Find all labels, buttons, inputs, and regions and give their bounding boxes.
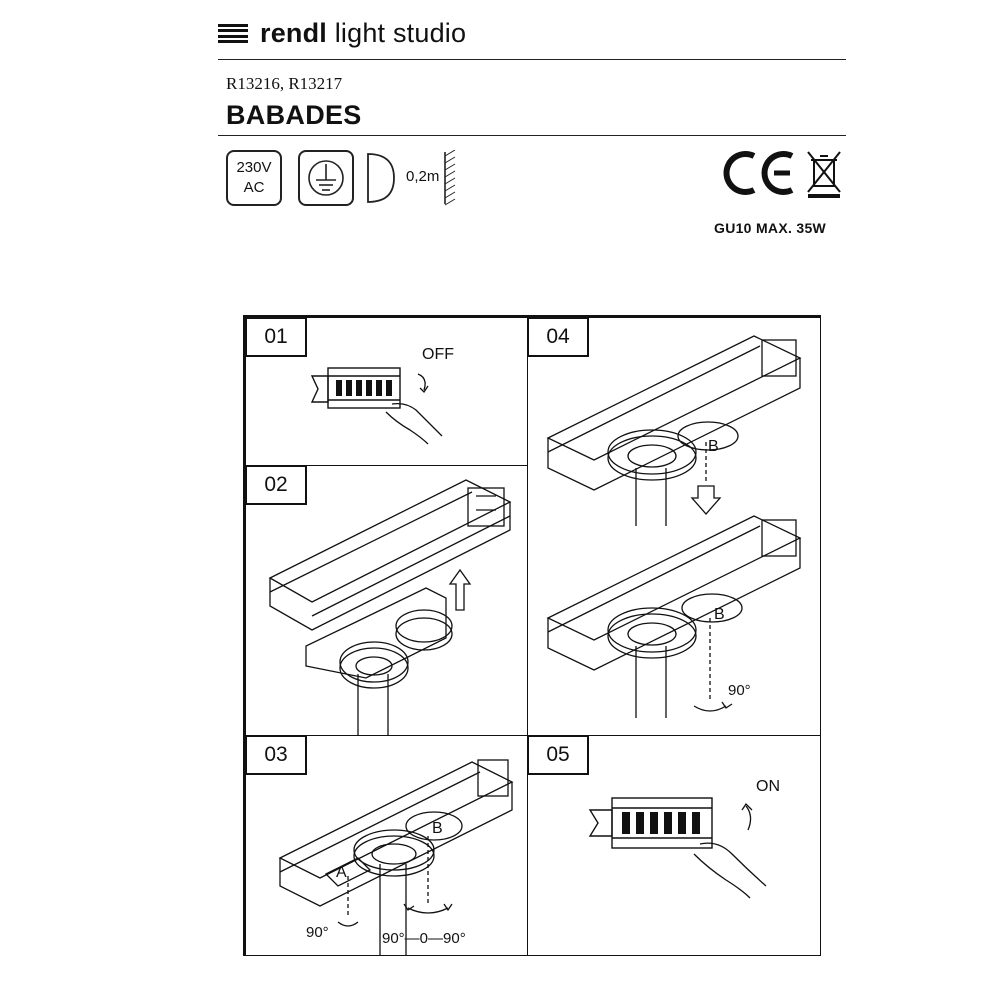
safety-symbols: 230V AC 0,2m: [226, 150, 461, 208]
label-b-bottom: B: [714, 606, 725, 623]
step-number: 05: [528, 736, 589, 775]
lamp-beam-icon: [367, 153, 395, 203]
on-label: ON: [756, 778, 780, 795]
step-04-panel: 04: [527, 317, 821, 737]
step-03-panel: 03 A B 90°: [245, 735, 529, 956]
brand-name: rendl light studio: [260, 18, 467, 48]
angle-label: 90°: [728, 682, 751, 699]
label-b-top: B: [708, 438, 719, 455]
angle-right: 90°—0—90°: [382, 930, 466, 947]
off-label: OFF: [422, 346, 454, 363]
wall-hatch-icon: [444, 150, 456, 206]
voltage-box: 230V AC: [226, 150, 282, 206]
step-02-panel: 02: [245, 465, 529, 737]
brand-logo-icon: [218, 23, 248, 44]
step-number: 04: [528, 318, 589, 357]
track-insert-illustration: [268, 479, 512, 736]
brand-header: rendl light studio: [218, 18, 466, 49]
step-05-panel: 05 ON: [527, 735, 821, 956]
rotate-lock-illustration: [278, 759, 514, 955]
ce-weee-icon: [723, 151, 841, 198]
protective-earth-icon: [298, 150, 354, 206]
breaker-off-illustration: [310, 367, 443, 445]
label-b: B: [432, 820, 443, 837]
step-01-panel: 01 OFF: [245, 317, 529, 467]
product-name: BABADES: [226, 100, 362, 130]
step-number: 02: [246, 466, 307, 505]
minimum-distance-label: 0,2m: [406, 168, 440, 185]
label-a: A: [336, 864, 347, 881]
breaker-on-illustration: [588, 797, 767, 899]
title-divider: [218, 135, 846, 136]
lock-rotate-illustration: [546, 335, 802, 718]
angle-left: 90°: [306, 924, 329, 941]
step-number: 01: [246, 318, 307, 357]
header-divider: [218, 59, 846, 60]
product-codes: R13216, R13217: [226, 74, 343, 93]
step-number: 03: [246, 736, 307, 775]
lamp-spec: GU10 MAX. 35W: [714, 220, 827, 236]
instruction-grid: 01 OFF 02: [243, 315, 821, 956]
